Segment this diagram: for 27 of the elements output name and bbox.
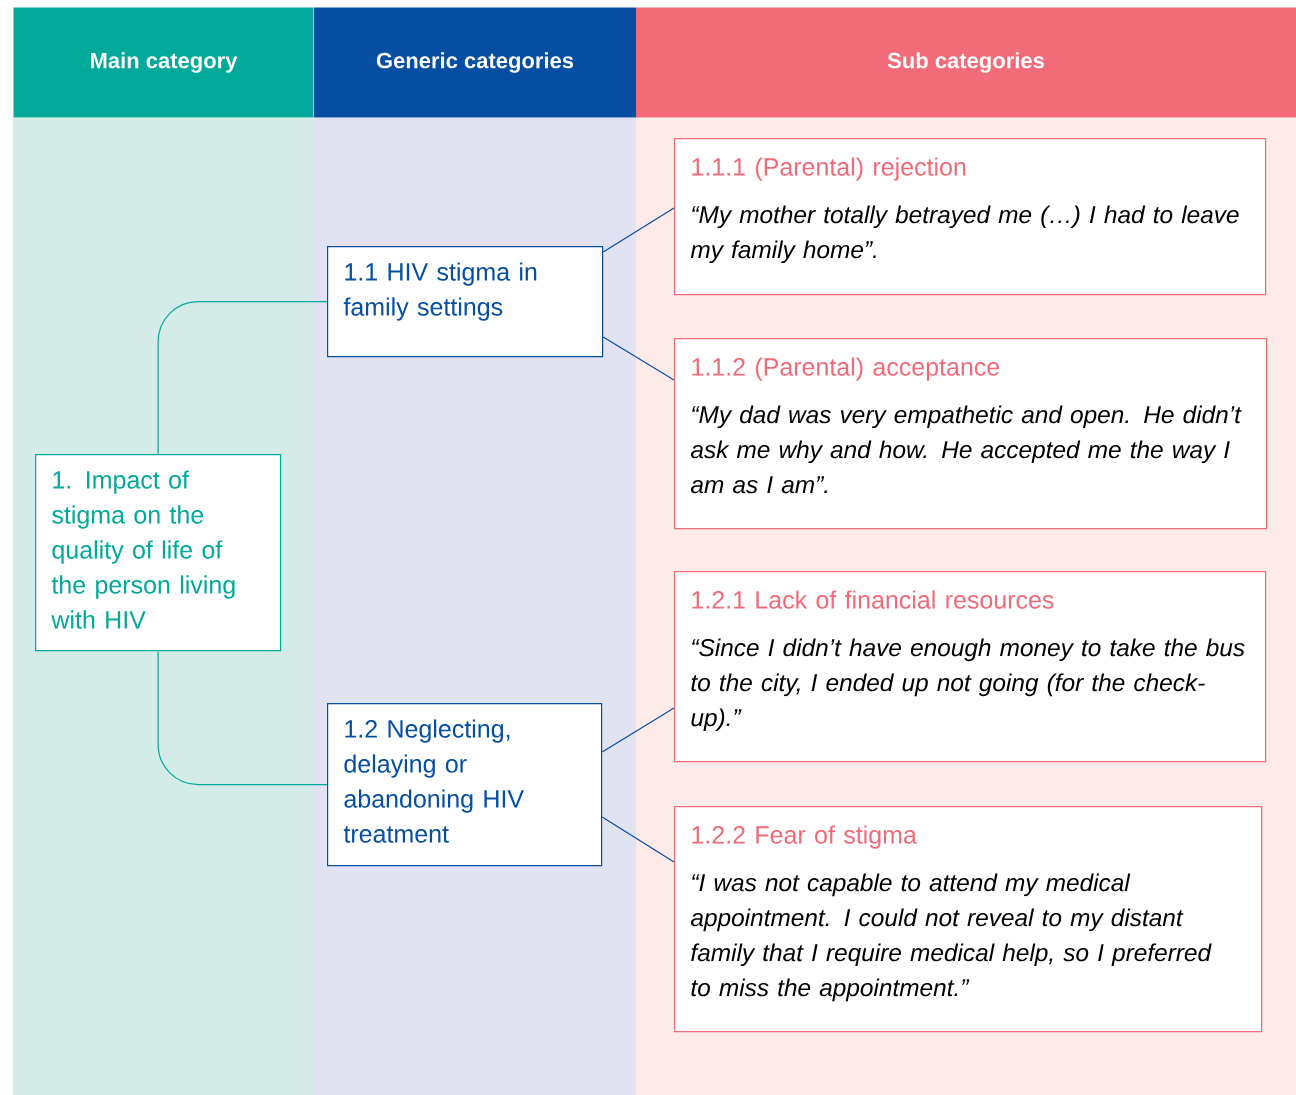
subcategory-heading: 1.1.2 (Parental) acceptance xyxy=(692,357,1000,381)
column-header: Generic categories xyxy=(314,7,636,118)
connector-line xyxy=(601,707,675,753)
connector-line xyxy=(602,336,675,381)
connector-line xyxy=(602,207,675,253)
quote-text: “My dad was very empathetic and open. He didn’t ask me why and how. He accepted me the way I am as I am”. xyxy=(690,405,1242,494)
quote-text: “I was not capable to attend my medical appointment. I could not reveal to my distant family that I require medical help, so I preferred to miss the appointment.” xyxy=(690,873,1212,1002)
quote-box xyxy=(674,138,1267,296)
connector-line xyxy=(157,650,328,786)
category-label: 1.2 Neglecting, delaying or abandoning HIV treatment xyxy=(343,719,524,843)
category-label: 1.1 HIV stigma in family settings xyxy=(343,262,537,321)
connector-line xyxy=(601,816,675,863)
subcategory-heading: 1.2.1 Lack of financial resources xyxy=(692,590,1054,609)
subcategory-heading: 1.2.2 Fear of stigma xyxy=(692,825,917,849)
column-header: Sub categories xyxy=(636,7,1296,118)
quote-text: “My mother totally betrayed me (…) I had to leave my family home”. xyxy=(690,205,1239,264)
quote-box xyxy=(674,338,1268,530)
category-box xyxy=(327,703,603,867)
column-header: Main category xyxy=(13,7,314,118)
category-label: 1. Impact of stigma on the quality of life of the person living with HIV xyxy=(51,470,235,629)
category-box xyxy=(327,246,604,358)
category-box xyxy=(35,454,282,652)
subcategory-heading: 1.1.1 (Parental) rejection xyxy=(692,157,966,181)
quote-box xyxy=(674,806,1263,1033)
quote-box xyxy=(674,571,1267,763)
connector-line xyxy=(157,301,328,455)
quote-text: “Since I didn’t have enough money to take the bus to the city, I ended up not going (for the check-up).” xyxy=(691,638,1245,732)
